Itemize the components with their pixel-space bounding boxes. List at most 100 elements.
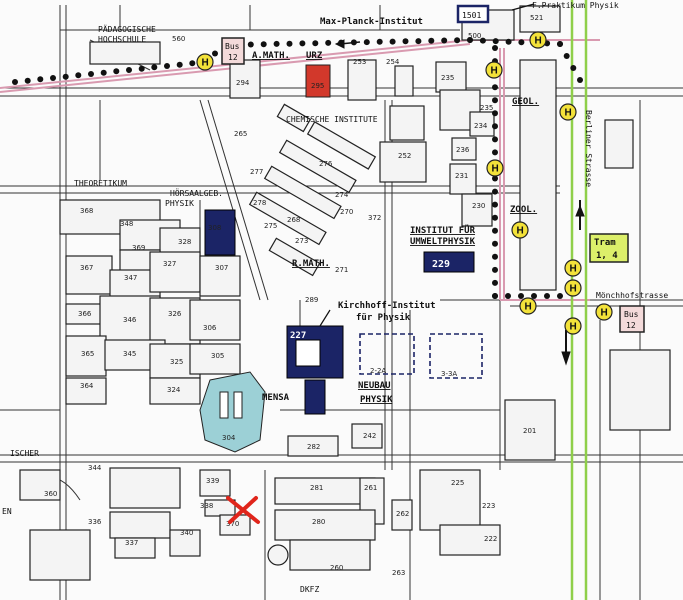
svg-text:235: 235	[441, 74, 454, 82]
route-dot	[492, 253, 498, 260]
svg-text:270: 270	[340, 208, 353, 216]
svg-text:327: 327	[163, 260, 176, 268]
svg-text:H: H	[565, 108, 572, 119]
route-dot	[12, 79, 18, 85]
building-sw	[29, 529, 91, 581]
building-225	[419, 469, 481, 531]
route-dot	[113, 68, 120, 75]
building-308	[204, 209, 236, 256]
box-229-label: 229	[432, 259, 450, 270]
svg-text:346: 346	[123, 316, 137, 324]
bus-stop-icon: H	[529, 31, 547, 49]
route-dot	[492, 188, 498, 195]
svg-text:Bus: Bus	[624, 310, 639, 319]
route-dot	[505, 293, 511, 299]
road-network	[0, 5, 683, 600]
building-235a	[435, 61, 467, 93]
svg-text:281: 281	[310, 484, 323, 492]
area-labels: PÄDAGOGISCHE HOCHSCHULE Max-Planck-Insti…	[2, 1, 668, 594]
route-dot	[492, 84, 498, 91]
bus-stop-icon: H	[485, 61, 503, 79]
info-boxes: Bus 12 Bus 12 Tram 1, 4 1501 229 227	[221, 4, 645, 341]
svg-text:234: 234	[474, 122, 488, 130]
route-dot	[492, 97, 498, 104]
route-dot	[389, 38, 396, 45]
route-dot	[151, 64, 158, 71]
route-dot	[428, 37, 435, 44]
building-367	[65, 255, 113, 295]
svg-text:273: 273	[295, 237, 308, 245]
building-229	[423, 251, 475, 273]
label-theoretikum: THEORETIKUM	[74, 179, 127, 188]
building-neubau-3a	[429, 333, 483, 379]
svg-text:560: 560	[172, 35, 185, 43]
svg-text:364: 364	[80, 382, 94, 390]
building-262	[391, 499, 413, 531]
svg-text:235: 235	[480, 104, 493, 112]
bus-stop-icon: H	[486, 159, 504, 177]
svg-text:UMWELTPHYSIK: UMWELTPHYSIK	[410, 237, 476, 247]
route-dot	[492, 175, 498, 182]
building-307	[199, 255, 241, 297]
svg-text:345: 345	[123, 350, 136, 358]
bus-stop-icon: H	[511, 221, 529, 239]
svg-text:für Physik: für Physik	[356, 312, 411, 323]
building-365	[65, 335, 107, 377]
route-dot	[531, 293, 537, 299]
svg-text:222: 222	[484, 535, 497, 543]
route-dot	[467, 37, 473, 43]
route-dot	[363, 39, 370, 46]
building-east	[609, 349, 671, 431]
route-dot	[492, 123, 498, 130]
label-f-praktikum: F.Praktikum Physik	[532, 1, 619, 10]
svg-text:367: 367	[80, 264, 93, 272]
building-340	[169, 529, 201, 557]
svg-text:340: 340	[180, 529, 193, 537]
label-berliner-strasse: Berliner Strasse	[584, 110, 593, 187]
svg-text:271: 271	[335, 266, 348, 274]
svg-text:225: 225	[451, 479, 464, 487]
building-geol-zool	[519, 59, 557, 291]
route-dot	[577, 77, 583, 83]
svg-text:231: 231	[455, 172, 468, 180]
label-r-math: R.MATH.	[292, 259, 330, 269]
route-dot	[88, 71, 94, 77]
route-dot	[247, 41, 254, 48]
svg-text:261: 261	[364, 484, 377, 492]
svg-text:326: 326	[168, 310, 182, 318]
svg-text:H: H	[492, 164, 499, 175]
svg-text:276: 276	[319, 160, 333, 168]
building-294	[229, 59, 261, 99]
route-dot	[557, 41, 563, 47]
label-geol: GEOL.	[512, 97, 539, 107]
tram-line	[570, 0, 588, 600]
building-282	[287, 435, 339, 457]
route-dot	[479, 37, 486, 44]
route-dot	[402, 38, 409, 45]
svg-text:12: 12	[228, 53, 238, 62]
svg-text:280: 280	[312, 518, 325, 526]
svg-text:307: 307	[215, 264, 228, 272]
bus-stop-icon: H	[519, 297, 537, 315]
route-dot	[75, 72, 82, 79]
bus-stop-icon: H	[564, 259, 582, 277]
label-max-planck: Max-Planck-Institut	[320, 16, 423, 27]
route-dot	[376, 38, 383, 45]
svg-text:252: 252	[398, 152, 411, 160]
route-dot	[441, 37, 448, 44]
bus-stop-icon: H	[559, 103, 577, 121]
building-mensa	[199, 371, 266, 453]
svg-text:262: 262	[396, 510, 409, 518]
building-urz	[305, 64, 331, 98]
route-dot	[492, 45, 498, 51]
red-x-marker	[226, 496, 260, 524]
route-dot	[299, 40, 306, 47]
svg-text:324: 324	[167, 386, 181, 394]
building-344	[109, 467, 181, 509]
svg-text:H: H	[570, 264, 577, 275]
route-dot	[273, 40, 280, 47]
route-dot	[492, 293, 498, 299]
route-dot	[492, 214, 498, 221]
buildings	[19, 5, 671, 581]
